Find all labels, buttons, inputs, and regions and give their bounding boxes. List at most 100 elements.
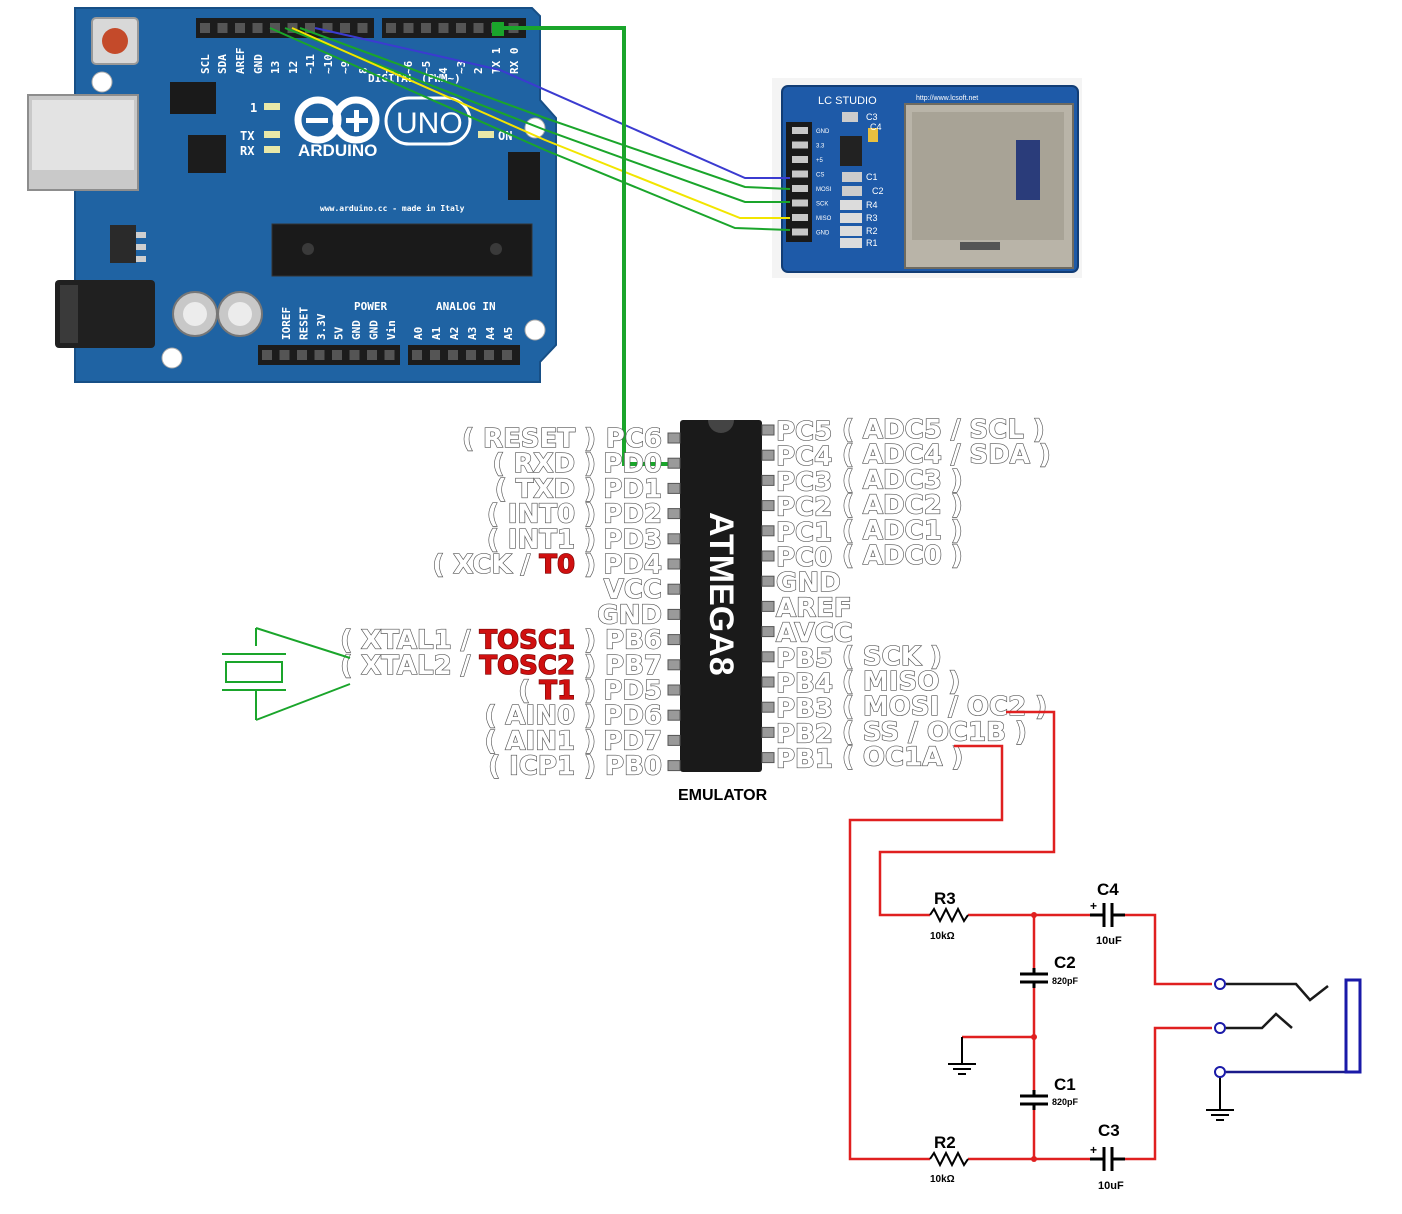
arduino-power-pin-label: 5V [333,326,346,340]
chip-pin-function: ( XTAL1 / TOSC1 ) [340,626,596,656]
r2-value: 10kΩ [930,1174,955,1185]
sd-pin-label: +5 [816,158,824,164]
power-header-label: POWER [354,300,387,313]
sd-pin-header [786,122,812,242]
arduino-power-pin-label: IOREF [280,307,293,340]
chip-pin [761,600,775,612]
arduino-analog-pin-label: A0 [412,327,425,340]
chip-pin-function: ( SS / OC1B ) [842,717,1027,747]
chip-pin-function: ( AIN1 ) [484,726,596,756]
sd-part-label: C3 [866,112,878,122]
chip-pin [761,550,775,562]
wire-oc1a [848,744,1004,1161]
arduino-analog-pin-label: A2 [448,327,461,340]
crystal-oscillator [222,627,351,721]
sd-module-title: LC STUDIO [818,95,877,107]
chip-pin [667,432,681,444]
chip-pin-name: PB4 [776,669,833,699]
header-hole [217,23,228,33]
chip-pin-name: PB3 [776,694,833,724]
chip-pin-function: ( RESET ) [462,424,596,454]
header-hole [466,350,476,360]
arduino-power-pin-label: Vin [385,320,398,340]
header-hole [367,350,377,360]
sd-resistor [840,200,862,210]
c4-name: C4 [1097,880,1119,899]
wire-green-3 [269,27,791,231]
chip-pin [761,525,775,537]
arduino-pin-label: ~11 [304,54,317,74]
atmega8-chip: ATMEGA8 EMULATOR PC6( RESET )PD0( RXD )P… [340,414,1052,804]
chip-caption: EMULATOR [678,787,768,804]
chip-pin-name: PB7 [605,651,662,681]
chip-pin-name: PB2 [776,719,833,749]
chip-pin [667,684,681,696]
chip-pin-name: GND [597,600,662,630]
arduino-analog-pin-label: A5 [502,327,515,340]
c2-name: C2 [1054,953,1076,972]
header-hole [473,23,484,33]
chip-pin-function: ( ICP1 ) [488,752,596,782]
chip-pin [761,500,775,512]
arduino-pin-label: ~10 [322,54,335,74]
sd-part-label: R2 [866,226,878,236]
chip-pin-function: ( TXD ) [495,474,596,504]
sd-pin-label: MISO [816,216,832,222]
sd-card-module: LC STUDIO http://www.lcsoft.net GND3.3+5… [772,78,1082,278]
chip-pin [667,457,681,469]
sd-pin [792,156,808,163]
header-hole [430,350,440,360]
chip-pin [667,734,681,746]
chip-pin-name: PD5 [603,676,662,706]
chip-pin-function: ( INT1 ) [487,525,596,555]
c1-value: 820pF [1052,1097,1079,1107]
c3-value: 10uF [1098,1180,1124,1192]
chip-pin [761,626,775,638]
arduino-analog-pin-label: A3 [466,327,479,340]
header-hole [403,23,414,33]
wire-yellow [291,27,790,219]
arduino-pin-label: 12 [287,61,300,74]
sd-module-url: http://www.lcsoft.net [916,95,978,102]
arduino-power-pin-label: RESET [298,307,311,340]
chip-pin-name: PC2 [776,493,832,523]
sd-pin [792,199,808,207]
c4-plus: + [1090,899,1097,913]
arduino-logo [294,96,380,144]
header-hole [384,350,395,360]
ground-symbol [948,1037,976,1075]
header-hole [412,350,422,360]
rx-led-label: RX [240,144,255,158]
chip-pin-name: PB1 [776,745,833,775]
header-hole [357,23,368,33]
chip-pin-function: ( T1 ) [518,676,596,706]
chip-pin [761,752,775,764]
c1-name: C1 [1054,1075,1076,1094]
r3-value: 10kΩ [930,931,955,942]
chip-pin [761,474,775,486]
arduino-pin-label: ~5 [420,61,433,74]
chip-pin [667,634,681,646]
sd-part-label: C4 [870,122,882,132]
chip-pin-name: PC6 [606,424,662,454]
arduino-pin-label: ~3 [455,61,468,74]
chip-pin-name: PB5 [776,644,833,674]
chip-pin-function: ( OC1A ) [842,743,963,773]
c2-value: 820pF [1052,976,1079,986]
arduino-analog-pin-label: A1 [430,326,443,340]
usb-chip [188,135,226,173]
chip-pin [667,533,681,545]
header-hole [386,23,396,33]
sd-part-label: C2 [872,186,884,196]
sd-part-label: R1 [866,238,878,248]
sd-pin [792,170,808,178]
header-hole [502,350,512,360]
chip-pin-function: ( ADC2 ) [842,491,963,521]
sd-pin-label: GND [816,129,830,135]
sd-pin [792,141,808,149]
chip-pin-function: ( SCK ) [842,642,942,672]
capacitor-c3 [1090,1147,1125,1171]
sd-pin-label: GND [816,231,830,237]
arduino-pin-label: ~9 [339,61,352,74]
arduino-pin-label: AREF [234,48,247,75]
